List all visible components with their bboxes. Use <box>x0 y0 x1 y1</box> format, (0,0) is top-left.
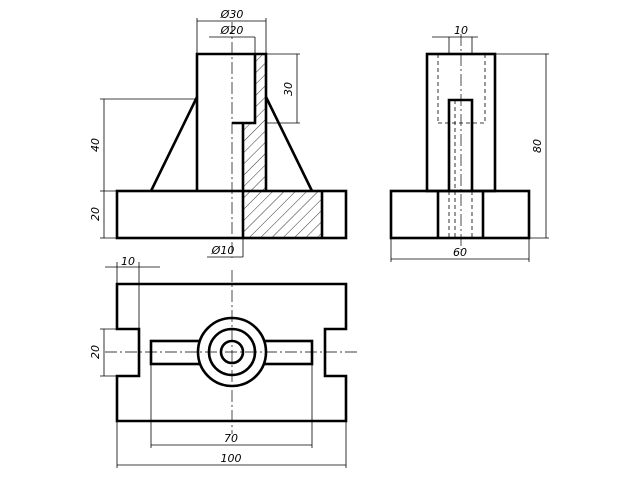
dim-front-height-rib: 40 <box>89 98 197 192</box>
dim-side-height: 80 <box>495 53 549 239</box>
dim-front-dia-outer: Ø30 <box>196 8 267 54</box>
dim-side-width: 60 <box>390 238 530 262</box>
dim-top-slot-width: 20 <box>89 328 117 377</box>
top-view: 10 20 70 100 <box>89 255 360 468</box>
dim-front-height-base-text: 20 <box>89 207 102 221</box>
side-base <box>389 189 531 240</box>
dim-top-slot-offset-text: 10 <box>121 255 135 268</box>
dim-front-dia-inner: Ø20 <box>209 24 256 54</box>
dim-front-dia-inner-text: Ø20 <box>220 24 244 37</box>
dim-front-height-base: 20 <box>89 191 117 239</box>
dim-top-slot-length: 70 <box>150 364 313 448</box>
front-rib-right <box>264 96 314 192</box>
dim-side-height-text: 80 <box>531 139 544 153</box>
dim-front-height-bore-text: 30 <box>282 82 295 96</box>
front-view: Ø30 Ø20 30 40 20 <box>89 8 348 258</box>
dim-front-dia-hole: Ø10 <box>207 238 244 258</box>
front-boss <box>195 52 268 191</box>
dim-side-width-text: 60 <box>453 246 467 259</box>
front-section-hatch-lower <box>243 123 322 238</box>
dim-top-slot-width-text: 20 <box>89 345 102 359</box>
dim-top-overall-length: 100 <box>116 421 347 468</box>
dim-top-overall-length-text: 100 <box>221 452 242 465</box>
dim-front-height-bore: 30 <box>266 53 300 124</box>
front-bore-step <box>232 54 257 238</box>
dim-side-top-width: 10 <box>432 24 478 54</box>
dim-front-height-rib-text: 40 <box>89 138 102 152</box>
dim-side-top-width-text: 10 <box>454 24 468 37</box>
side-rib <box>447 98 474 191</box>
dim-front-dia-outer-text: Ø30 <box>220 8 244 21</box>
side-view: 10 80 60 <box>389 24 549 262</box>
dim-top-slot-length-text: 70 <box>224 432 238 445</box>
side-slot <box>436 191 485 238</box>
front-section-hatch-upper <box>255 54 266 123</box>
front-base <box>115 189 348 240</box>
dim-top-slot-offset: 10 <box>105 255 160 329</box>
dim-front-dia-hole-text: Ø10 <box>211 244 235 257</box>
front-rib-left <box>149 96 199 192</box>
